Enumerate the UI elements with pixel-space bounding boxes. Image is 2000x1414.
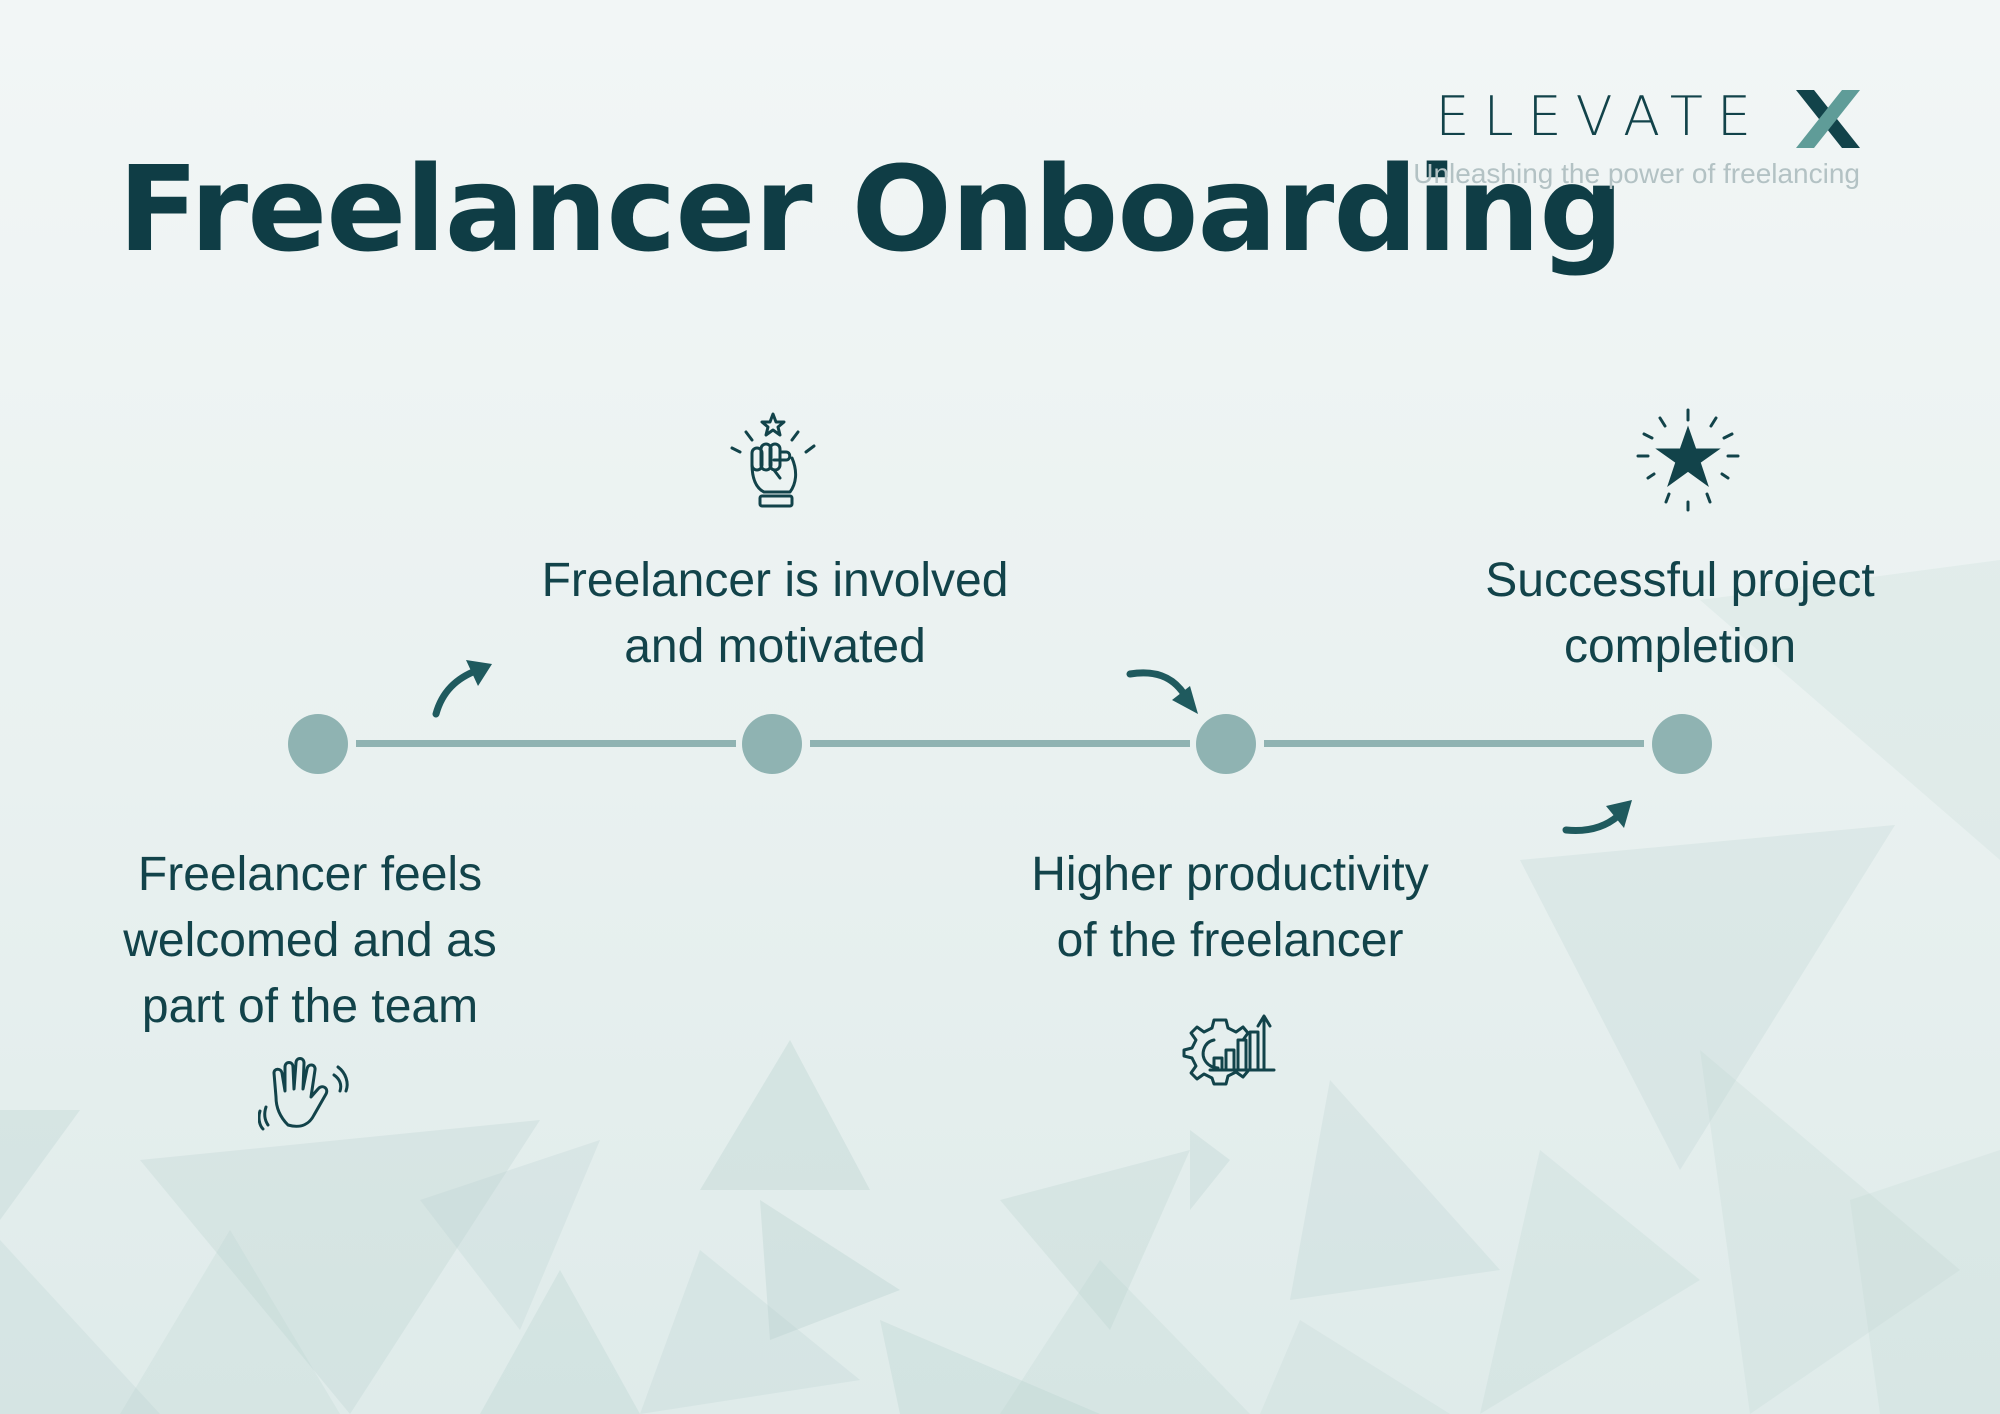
curved-arrow-icon <box>1562 800 1632 834</box>
timeline-connector <box>1264 740 1644 747</box>
step-1-label: Freelancer feels welcomed and as part of… <box>100 842 520 1040</box>
curved-arrow-icon <box>1126 669 1198 714</box>
timeline-connector <box>356 740 736 747</box>
raised-fist-icon <box>730 412 816 508</box>
waving-hand-icon <box>258 1057 349 1131</box>
logo-x-mark: X <box>1796 90 1860 148</box>
label-line: Freelancer is involved <box>541 554 1009 607</box>
label-line: part of the team <box>141 980 479 1033</box>
logo-tagline: Unleashing the power of freelancing <box>1413 158 1860 189</box>
gear-growth-chart-icon <box>1182 1014 1276 1086</box>
timeline-node <box>1652 714 1712 774</box>
label-line: Higher productivity <box>1031 848 1429 901</box>
timeline-connector <box>810 740 1190 747</box>
timeline-node <box>742 714 802 774</box>
label-line: completion <box>1563 620 1797 673</box>
label-line: and motivated <box>624 620 926 673</box>
step-2-label: Freelancer is involved and motivated <box>520 548 1030 680</box>
timeline-node <box>1196 714 1256 774</box>
label-line: of the freelancer <box>1056 914 1404 967</box>
logo-wordmark: ELEVATE <box>1435 85 1765 148</box>
step-4-label: Successful project completion <box>1460 548 1900 680</box>
label-line: welcomed and as <box>123 914 497 967</box>
label-line: Successful project <box>1485 554 1875 607</box>
step-3-label: Higher productivity of the freelancer <box>1000 842 1460 974</box>
shining-star-icon <box>1636 408 1740 512</box>
curved-arrow-icon <box>432 660 492 718</box>
label-line: Freelancer feels <box>137 848 483 901</box>
brand-logo: ELEVATE X Unleashing the power of freela… <box>1380 90 1860 200</box>
timeline-node <box>288 714 348 774</box>
page-title: Freelancer Onboarding <box>118 140 1624 278</box>
